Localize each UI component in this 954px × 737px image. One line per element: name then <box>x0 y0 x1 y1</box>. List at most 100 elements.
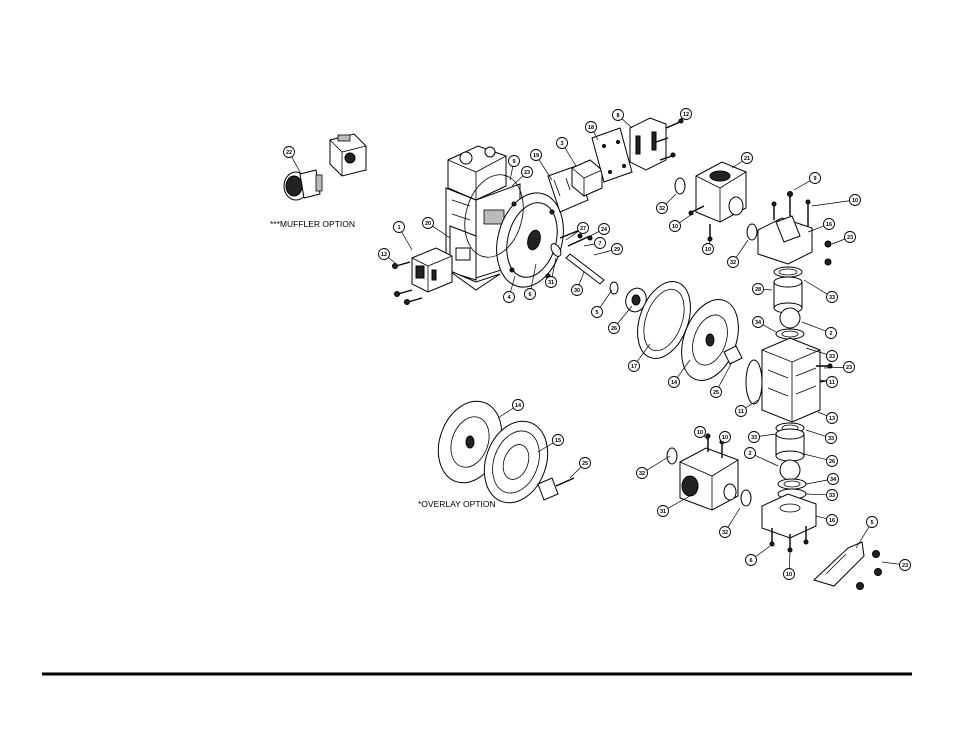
callout-28: 28 <box>753 284 773 295</box>
callout-leader <box>584 244 595 246</box>
callout-leader <box>600 290 612 307</box>
callout-number: 13 <box>829 416 835 422</box>
callout-33: 33 <box>806 430 837 444</box>
callout-34: 34 <box>806 474 839 485</box>
callout-leader <box>565 148 576 166</box>
callout-number: 28 <box>755 287 761 293</box>
callout-leader <box>759 434 776 436</box>
check-valve-upper <box>774 267 804 339</box>
callout-leader <box>594 250 612 255</box>
callout-number: 31 <box>660 509 666 515</box>
callout-11: 11 <box>736 400 759 417</box>
callout-25: 25 <box>570 458 591 479</box>
callout-26: 26 <box>804 454 838 467</box>
callout-leader <box>586 231 599 238</box>
callout-leader <box>668 496 690 508</box>
callout-number: 23 <box>902 563 908 569</box>
diaphragm-parts-center <box>610 274 749 388</box>
callout-leader <box>539 160 552 180</box>
callout-32: 32 <box>728 240 749 268</box>
callout-32: 32 <box>657 194 677 214</box>
callout-number: 2 <box>829 331 832 337</box>
callout-leader <box>824 367 844 368</box>
overlay-option-caption: *OVERLAY OPTION <box>418 499 496 509</box>
muffler-option-caption: ***MUFFLER OPTION <box>270 219 355 229</box>
callout-number: 22 <box>286 150 292 156</box>
callout-number: 23 <box>524 170 530 176</box>
callout-number: 21 <box>744 156 750 162</box>
mounting-bracket-part <box>814 542 882 590</box>
callout-17: 17 <box>629 344 651 372</box>
callout-number: 8 <box>616 113 619 119</box>
callout-number: 10 <box>697 430 703 436</box>
callout-leader <box>622 119 632 128</box>
callout-8: 8 <box>613 110 633 129</box>
callout-leader <box>832 239 845 244</box>
callout-13: 13 <box>818 412 838 424</box>
callout-leader <box>579 272 584 285</box>
callout-14: 14 <box>669 360 691 388</box>
callout-22: 22 <box>284 147 301 173</box>
right-lower-housing-part <box>762 494 816 552</box>
callout-number: 34 <box>755 320 762 326</box>
callout-number: 11 <box>829 380 835 386</box>
callout-2: 2 <box>745 448 779 467</box>
callout-5: 5 <box>856 517 878 549</box>
callout-leader <box>818 412 827 416</box>
callout-number: 16 <box>829 518 835 524</box>
callout-30: 30 <box>572 272 585 296</box>
callout-number: 11 <box>738 409 744 415</box>
callout-leader <box>763 325 776 332</box>
callout-leader <box>806 494 827 495</box>
right-upper-housing-part <box>758 192 831 266</box>
callout-number: 25 <box>713 390 719 396</box>
callout-9: 9 <box>509 156 520 181</box>
callout-number: 32 <box>722 530 728 536</box>
callout-23: 23 <box>832 232 856 245</box>
callout-number: 32 <box>730 260 736 266</box>
callout-leader <box>755 546 770 557</box>
callout-number: 3 <box>560 141 563 147</box>
callout-number: 15 <box>555 438 561 444</box>
callout-12: 12 <box>379 249 396 264</box>
callout-33: 33 <box>806 490 838 501</box>
callout-number: 6 <box>749 558 752 564</box>
callout-number: 6 <box>528 292 531 298</box>
callout-number: 25 <box>582 461 588 467</box>
callout-10: 10 <box>812 195 861 207</box>
callout-number: 14 <box>515 403 522 409</box>
center-section-assembly <box>446 146 573 295</box>
callout-leader <box>292 157 300 172</box>
callout-number: 14 <box>671 380 678 386</box>
callout-leader <box>794 181 810 190</box>
callout-number: 10 <box>786 572 792 578</box>
callout-3: 3 <box>557 138 577 167</box>
callout-number: 33 <box>829 295 835 301</box>
manifold-bottom-part <box>667 434 751 510</box>
callout-5: 5 <box>592 290 613 318</box>
check-valve-lower <box>776 423 806 499</box>
callout-number: 12 <box>381 252 387 258</box>
callout-number: 2 <box>748 451 751 457</box>
callout-leader <box>763 289 772 290</box>
callout-leader <box>804 454 827 460</box>
callout-number: 31 <box>548 280 554 286</box>
callout-number: 32 <box>659 206 665 212</box>
callout-number: 33 <box>751 435 757 441</box>
callout-leader <box>755 455 778 466</box>
callout-leader <box>388 257 395 263</box>
callout-number: 12 <box>683 112 689 118</box>
callout-number: 9 <box>813 176 816 182</box>
callout-number: 30 <box>574 288 580 294</box>
callout-leader <box>679 214 692 223</box>
callout-number: 32 <box>639 471 645 477</box>
callout-12: 12 <box>678 109 692 123</box>
callout-number: 26 <box>611 326 617 332</box>
callout-number: 5 <box>595 310 598 316</box>
end-cap-8-part <box>630 118 683 170</box>
overlay-option-group: *OVERLAY OPTION <box>418 392 574 511</box>
callout-leader <box>804 280 827 294</box>
callout-33: 33 <box>804 280 838 303</box>
callout-10: 10 <box>695 427 709 441</box>
